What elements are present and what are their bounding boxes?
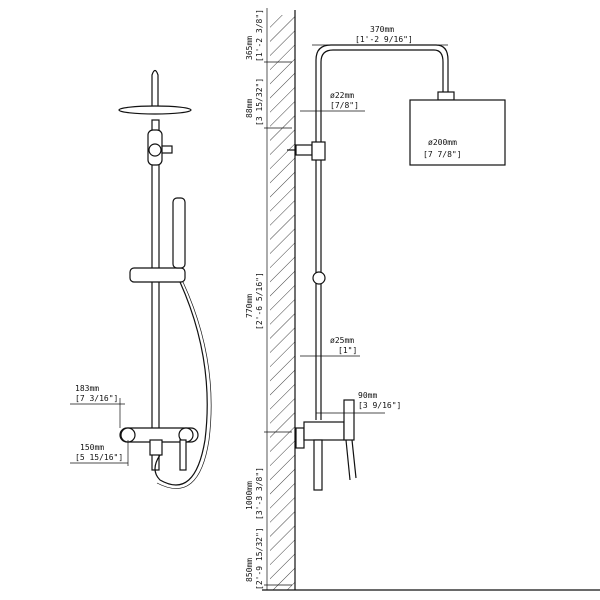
dim-inlet-centers-in: [5 15/16"]: [75, 453, 123, 462]
front-diverter-knob: [148, 143, 162, 157]
dim-inlet-centers-mm: 150mm: [80, 443, 104, 452]
front-hand-shower: [172, 197, 186, 269]
front-rain-head: [118, 105, 192, 115]
dim-bracket-offset-in: [3 15/32"]: [255, 78, 264, 126]
dim-arm-length-in: [1'-2 9/16"]: [355, 35, 413, 44]
dim-arm-length-mm: 370mm: [370, 25, 394, 34]
side-slider-joint: [312, 271, 326, 285]
dim-mixer-height-max-mm: 1000mm: [245, 481, 254, 510]
dim-arm-dia-in: [7/8"]: [330, 101, 359, 110]
side-mixer-handle: [343, 399, 355, 441]
dim-head-dia-in: [7 7/8"]: [423, 150, 462, 159]
front-rail: [151, 119, 160, 471]
dim-mixer-height-min-mm: 850mm: [245, 558, 254, 582]
front-outlet: [149, 439, 163, 456]
front-hose: [154, 281, 208, 486]
dim-head-dia-mm: ø200mm: [428, 138, 457, 147]
front-left-inlet: [120, 427, 136, 443]
side-view: 370mm [1'-2 9/16"] ø22mm [7/8"] ø200mm […: [245, 8, 600, 591]
dim-bracket-offset-mm: 88mm: [245, 99, 254, 118]
side-wall-inlet: [295, 427, 305, 449]
dim-rail-length-mm: 770mm: [245, 294, 254, 318]
side-wall-bracket: [295, 144, 313, 156]
front-slider: [129, 267, 186, 283]
wall-hatch: [270, 15, 295, 590]
dim-arm-dia-mm: ø22mm: [330, 91, 354, 100]
side-mixer-body: [303, 421, 345, 441]
dim-mixer-width-mm: 183mm: [75, 384, 99, 393]
front-diverter-lever: [161, 145, 173, 154]
dim-mixer-height-min-in: [2'-9 15/32"]: [255, 527, 264, 590]
side-rain-head: [409, 99, 506, 166]
dim-top-height-in: [1'-2 3/8"]: [255, 9, 264, 62]
dim-mixer-width-in: [7 3/16"]: [75, 394, 118, 403]
dim-mixer-projection-mm: 90mm: [358, 391, 377, 400]
dim-rail-dia-in: [1"]: [338, 346, 357, 355]
dim-mixer-height-max-in: [3'-3 3/8"]: [255, 467, 264, 520]
side-outlet: [313, 439, 323, 491]
dim-rail-length-in: [2'-6 5/16"]: [255, 272, 264, 330]
front-handle: [179, 439, 187, 471]
dim-top-height-mm: 365mm: [245, 36, 254, 60]
front-view: 183mm [7 3/16"] 150mm [5 15/16"]: [70, 69, 212, 489]
front-shower-arm: [151, 69, 159, 110]
dim-mixer-projection-in: [3 9/16"]: [358, 401, 401, 410]
dim-rail-dia-mm: ø25mm: [330, 336, 354, 345]
